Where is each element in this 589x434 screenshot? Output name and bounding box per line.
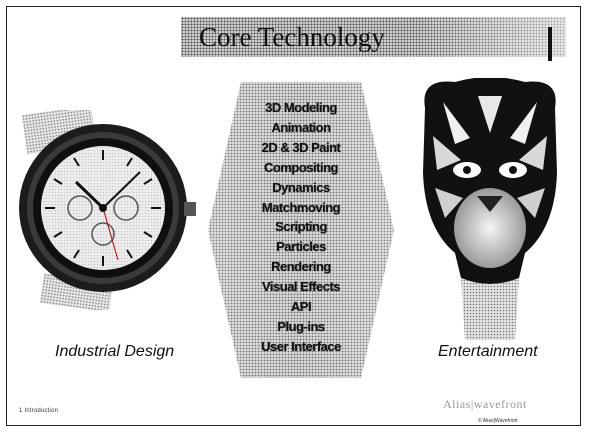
title-banner: Core Technology [181,17,566,61]
technology-hexagon [208,82,394,378]
technology-item: Dynamics [272,179,330,195]
technology-item: Matchmoving [261,199,341,215]
technology-item: Particles [276,239,326,255]
watch-icon [19,110,196,310]
footer-copyright: © Alias|Wavefront [478,418,518,424]
technology-item: 3D Modeling [265,100,337,115]
technology-item: API [290,299,312,315]
title-marker [548,27,552,61]
technology-item: Rendering [271,259,331,275]
logo-text: Alias|wavefront [443,397,527,411]
technology-item: Compositing [264,159,338,175]
technology-item: Visual Effects [261,279,341,295]
technology-item: 2D & 3D Paint [261,139,341,155]
technology-item: User Interface [261,338,341,354]
technology-item: Animation [271,119,331,135]
slide-title: Core Technology [199,22,385,52]
tiger-mask-icon [423,78,557,340]
caption-industrial-design: Industrial Design [55,343,175,360]
technology-item: Plug-ins [277,318,325,334]
footer-section-label: 1 Introduction [19,408,59,414]
company-logo: Alias|wavefront [443,395,555,411]
technology-list: 3D Modeling Animation 2D & 3D Paint Comp… [206,98,396,357]
technology-item: Scripting [275,219,327,235]
caption-entertainment: Entertainment [438,343,538,360]
